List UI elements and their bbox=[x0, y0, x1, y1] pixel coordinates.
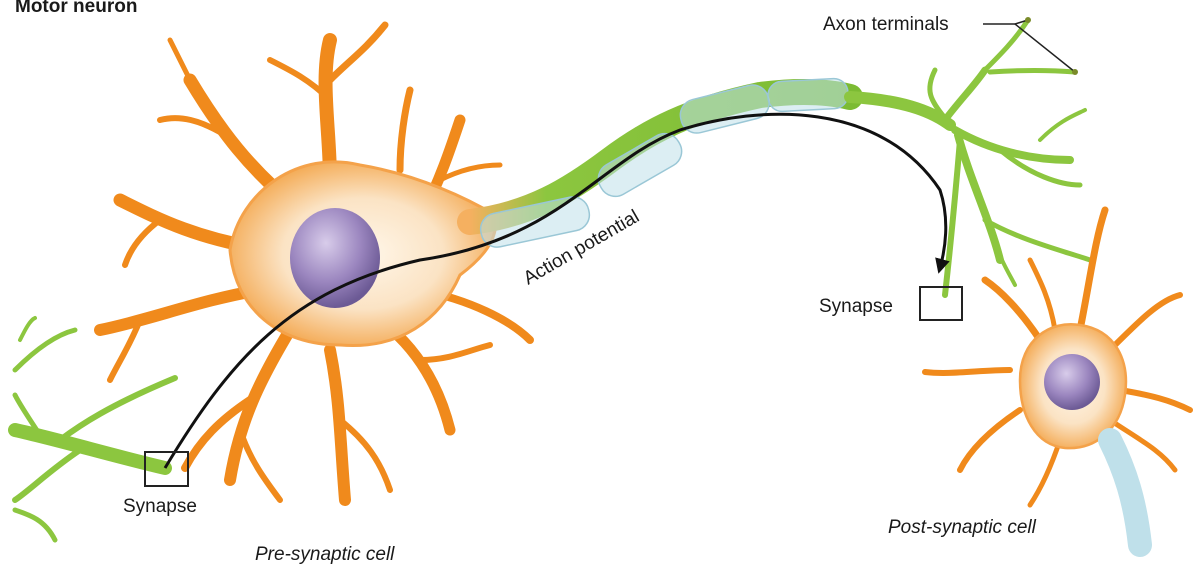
post-synaptic-dendrites bbox=[922, 206, 1193, 508]
synapse-label-left: Synapse bbox=[123, 496, 197, 517]
post-synaptic-nucleus bbox=[1044, 354, 1100, 410]
diagram-title: Motor neuron bbox=[15, 0, 137, 17]
pre-synaptic-nucleus bbox=[290, 208, 380, 308]
synapse-label-right: Synapse bbox=[819, 296, 893, 317]
axon-terminals-pointers bbox=[983, 17, 1078, 75]
pre-synaptic-label: Pre-synaptic cell bbox=[255, 544, 395, 565]
axon-terminals-label: Axon terminals bbox=[823, 14, 949, 35]
synapse-box-left bbox=[144, 451, 189, 487]
incoming-axon-terminals bbox=[8, 316, 178, 543]
axon-terminal-branches bbox=[844, 17, 1093, 298]
post-synaptic-label: Post-synaptic cell bbox=[888, 517, 1037, 538]
action-potential-arrow bbox=[163, 112, 950, 469]
post-synaptic-soma bbox=[1018, 323, 1152, 557]
pre-synaptic-soma bbox=[228, 160, 498, 348]
synapse-box-right bbox=[919, 286, 963, 321]
post-synaptic-axon bbox=[1098, 428, 1152, 557]
